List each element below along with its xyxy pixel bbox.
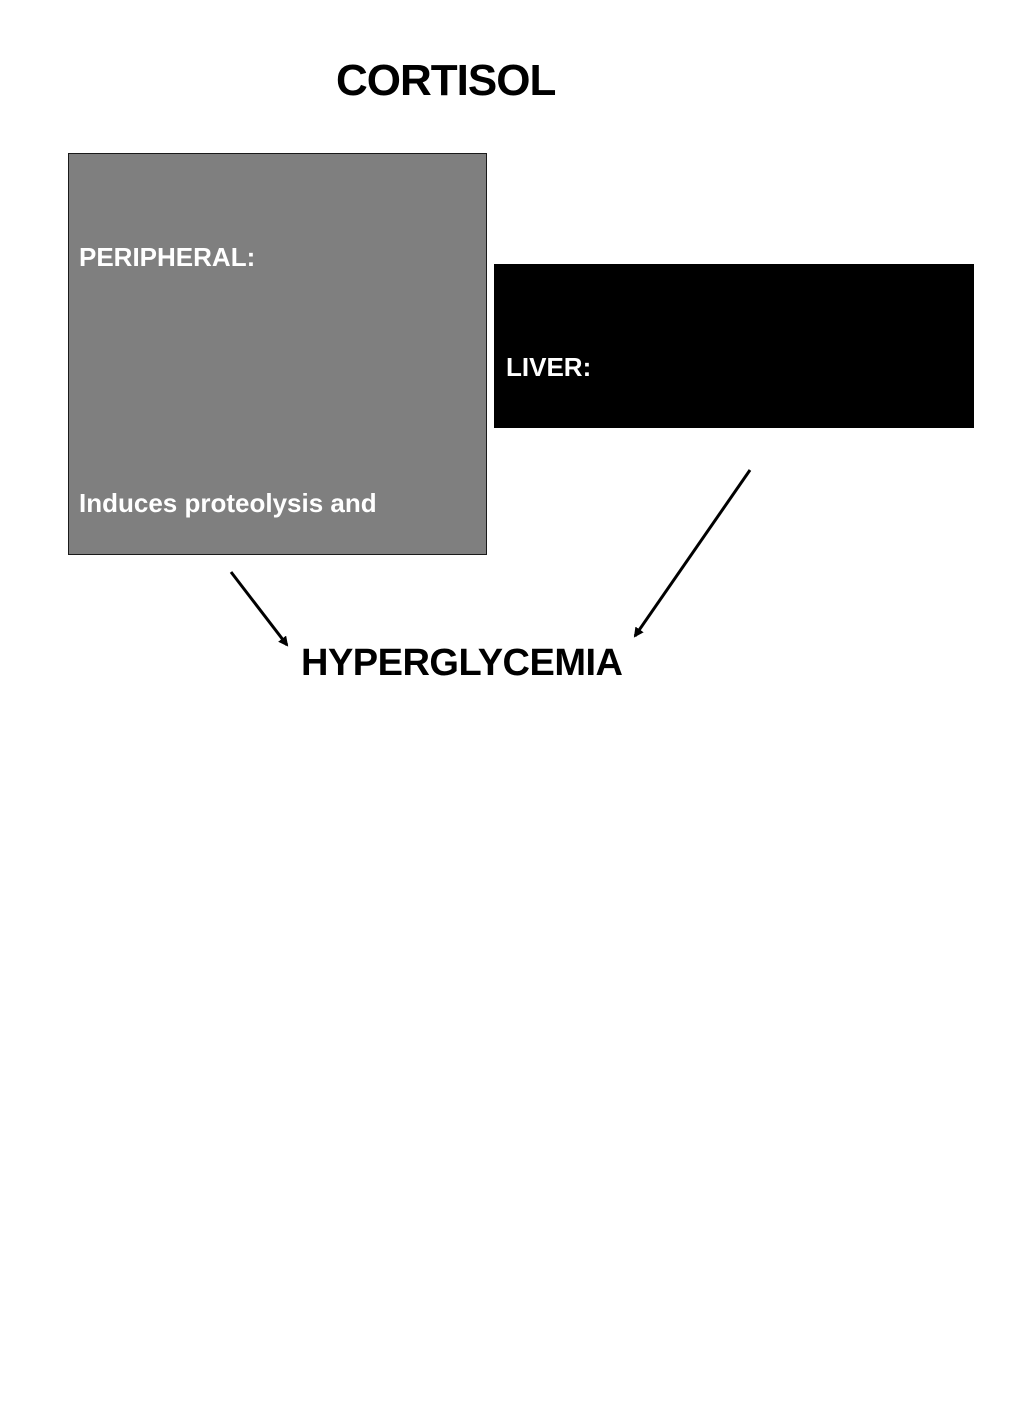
peripheral-label: PERIPHERAL: [79,242,256,272]
liver-line-gluconeogenesis: Leading to gluconeogenesis [506,721,858,751]
diagram-title: CORTISOL [336,56,556,105]
hyperglycemia-result: HYPERGLYCEMIA [301,642,623,684]
peripheral-line-adipose: adipose tissue . [79,1349,275,1379]
spacer [79,852,476,893]
peripheral-line-proteolysis: Induces proteolysis and [79,488,377,518]
peripheral-line-glucose-uptake: Inhibit glucose uptake by [79,1226,392,1256]
peripheral-line-lipolysis: Induces lipolysis . [79,980,303,1010]
peripheral-line-lactate: lactate release in [79,611,296,641]
peripheral-line-skeletal-muscle: skeletal muscle. [79,734,286,764]
liver-label: LIVER: [506,352,592,382]
liver-line-enzymatic: Promotes enzymatic activities [506,598,878,628]
liver-to-hyperglycemia-arrow [633,469,752,638]
peripheral-to-hyperglycemia-arrow [229,571,289,647]
arrows-layer [229,469,752,647]
spacer [79,1098,476,1139]
liver-effects-box: LIVER: Promotes enzymatic activities Lea… [494,264,974,751]
